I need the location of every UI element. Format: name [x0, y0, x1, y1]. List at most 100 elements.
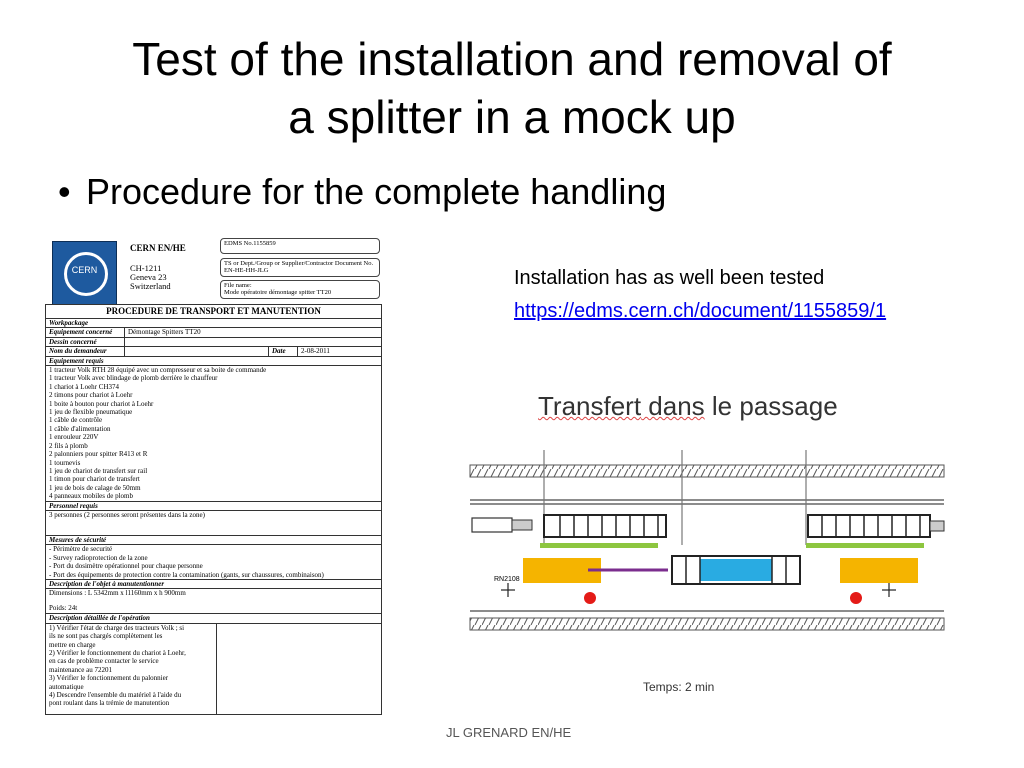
doc-op-line: mettre en charge	[49, 640, 96, 649]
doc-list-line: 1 câble d'alimentation	[49, 424, 111, 433]
doc-row-dessin: Dessin concerné	[46, 336, 381, 347]
doc-list-line: 2 fils à plomb	[49, 441, 88, 450]
doc-ts-box: TS or Dept./Group or Supplier/Contractor…	[220, 258, 380, 277]
slide-title-line-2: a splitter in a mock up	[288, 91, 736, 143]
transfer-cart-ribs	[685, 556, 787, 584]
right-crosshair-icon	[882, 583, 896, 597]
left-splitter-ribs	[559, 515, 659, 537]
doc-list-line: 1 chariot à Loehr CH374	[49, 382, 119, 391]
bullet-text: Procedure for the complete handling	[86, 171, 667, 212]
cern-logo: CERN	[52, 241, 117, 305]
doc-dimensions: Dimensions : L 5342mm x l1160mm x h 900m…	[49, 589, 186, 598]
doc-op-line: automatique	[49, 682, 84, 691]
edms-link[interactable]: https://edms.cern.ch/document/1155859/1	[514, 300, 887, 322]
doc-list-line: 1 boite à bouton pour chariot à Loehr	[49, 399, 154, 408]
doc-op-line: pont roulant dans la trémie de manutenti…	[49, 699, 170, 708]
doc-row-equip-requis-label: Equipement requis	[46, 355, 381, 365]
left-red-marker	[584, 592, 596, 604]
right-green-rail	[806, 543, 924, 548]
doc-operations: 1) Vérifier l'état de charge des tracteu…	[46, 622, 381, 714]
transfer-cart-load	[700, 559, 772, 581]
doc-heading: PROCEDURE DE TRANSPORT ET MANUTENTION	[45, 304, 382, 319]
doc-edms-number: EDMS No.1155859	[224, 240, 276, 247]
left-tractor	[471, 517, 513, 533]
doc-row-equipement: Equipement concerné Démontage Spitters TT…	[46, 327, 381, 337]
doc-form-grid: Workpackage Equipement concerné Démontage…	[45, 318, 382, 715]
transfer-diagram: RN2108	[469, 450, 945, 631]
doc-operations-notes	[217, 624, 381, 714]
doc-row-objet-value: Dimensions : L 5342mm x l1160mm x h 900m…	[46, 588, 381, 613]
doc-list-line: 1 tracteur Volk RTH 28 équipé avec un co…	[49, 366, 267, 375]
doc-file-box: File name: Mode opératoire démontage spi…	[220, 280, 380, 299]
doc-list-line: 1 timon pour chariot de transfert	[49, 475, 140, 484]
doc-securite-list: - Périmètre de securité - Survey radiopr…	[46, 544, 381, 579]
doc-op-line: ils ne sont pas chargés complètement les	[49, 632, 163, 641]
doc-op-line: maintenance au 72201	[49, 665, 112, 674]
doc-address-line: Switzerland	[130, 281, 171, 291]
doc-address-line: Geneva 23	[130, 272, 167, 282]
doc-equip-requis-list: 1 tracteur Volk RTH 28 équipé avec un co…	[46, 365, 381, 501]
diagram-title: Transfert dans le passage	[538, 390, 838, 422]
doc-op-line: en cas de problème contacter le service	[49, 657, 159, 666]
top-wall	[469, 464, 945, 478]
doc-label: Workpackage	[49, 319, 89, 327]
doc-list-line: 2 timons pour chariot à Loehr	[49, 391, 133, 400]
doc-label: Equipement requis	[49, 356, 104, 365]
doc-ts-value: EN-HE-HH-JLG	[224, 267, 269, 274]
doc-label: Description de l'objet à manutentionner	[49, 579, 165, 588]
diagram-title-part: Transfert	[538, 391, 642, 421]
doc-row-workpackage: Workpackage	[46, 318, 381, 327]
bottom-wall	[469, 617, 945, 631]
diagram-title-part: le passage	[704, 391, 838, 421]
left-tractor-coupler	[511, 519, 533, 531]
doc-operations-list: 1) Vérifier l'état de charge des tracteu…	[49, 623, 217, 714]
doc-row-operation-label: Description détaillée de l'opération	[46, 613, 381, 622]
doc-row-personnel-label: Personnel requis	[46, 500, 381, 510]
right-splitter-ribs	[821, 515, 921, 537]
doc-org: CERN EN/HE	[130, 243, 186, 253]
bullet-item: •Procedure for the complete handling	[58, 168, 666, 216]
installation-note: Installation has as well been tested	[514, 267, 825, 289]
cern-logo-text: CERN	[71, 265, 98, 275]
doc-personnel-value: 3 personnes (2 personnes seront présente…	[49, 510, 205, 519]
right-red-marker	[850, 592, 862, 604]
doc-file-label: File name:	[224, 282, 252, 289]
diagram-title-part: dans	[641, 391, 705, 421]
doc-op-line: 1) Vérifier l'état de charge des tracteu…	[49, 623, 185, 632]
doc-file-value: Mode opératoire démontage spitter TT20	[224, 289, 332, 296]
doc-label: Equipement concerné	[49, 328, 113, 337]
doc-op-line: 3) Vérifier le fonctionnement du palonni…	[49, 674, 169, 683]
doc-edms-box: EDMS No.1155859	[220, 238, 380, 254]
doc-address: CH-1211 Geneva 23 Switzerland	[130, 264, 171, 291]
doc-list-line: 2 palonniers pour spitter R413 et R	[49, 450, 148, 459]
doc-equipement-value: Démontage Spitters TT20	[124, 328, 201, 337]
doc-ts-label: TS or Dept./Group or Supplier/Contractor…	[224, 260, 374, 267]
left-green-rail	[540, 543, 658, 548]
transfer-time: Temps: 2 min	[643, 680, 715, 694]
doc-date-label: Date	[268, 347, 286, 356]
left-crosshair-icon	[501, 583, 515, 597]
doc-list-line: - Survey radioprotection de la zone	[49, 553, 148, 562]
doc-list-line: 1 tracteur Volk avec blindage de plomb d…	[49, 374, 218, 383]
doc-list-line: - Port du dosimètre opérationnel pour ch…	[49, 562, 203, 571]
doc-row-personnel-value: 3 personnes (2 personnes seront présente…	[46, 509, 381, 535]
doc-list-line: 4 panneaux mobiles de plomb	[49, 492, 133, 501]
doc-list-line: 1 tournevis	[49, 458, 81, 467]
left-splitter-frame	[543, 514, 667, 538]
doc-row-securite-label: Mesures de sécurité	[46, 534, 381, 544]
slide-title-line-1: Test of the installation and removal of	[132, 33, 892, 85]
doc-label: Personnel requis	[49, 501, 98, 510]
right-tractor-coupler	[929, 520, 945, 532]
doc-label: Mesures de sécurité	[49, 535, 107, 544]
right-yellow-block	[840, 558, 918, 583]
doc-date-value: 2-08-2011	[297, 347, 330, 356]
doc-list-line: 1 câble de contrôle	[49, 416, 103, 425]
doc-list-line: - Périmètre de securité	[49, 545, 113, 554]
doc-row-objet-label: Description de l'objet à manutentionner	[46, 578, 381, 588]
doc-list-line: 1 jeu de flexible pneumatique	[49, 408, 133, 417]
doc-label: Nom du demandeur	[49, 347, 107, 356]
doc-row-demandeur: Nom du demandeur Date 2-08-2011	[46, 346, 381, 356]
doc-op-line: 4) Descendre l'ensemble du matériel à l'…	[49, 691, 182, 700]
doc-demandeur-value	[124, 347, 268, 356]
slide-footer: JL GRENARD EN/HE	[446, 725, 572, 740]
